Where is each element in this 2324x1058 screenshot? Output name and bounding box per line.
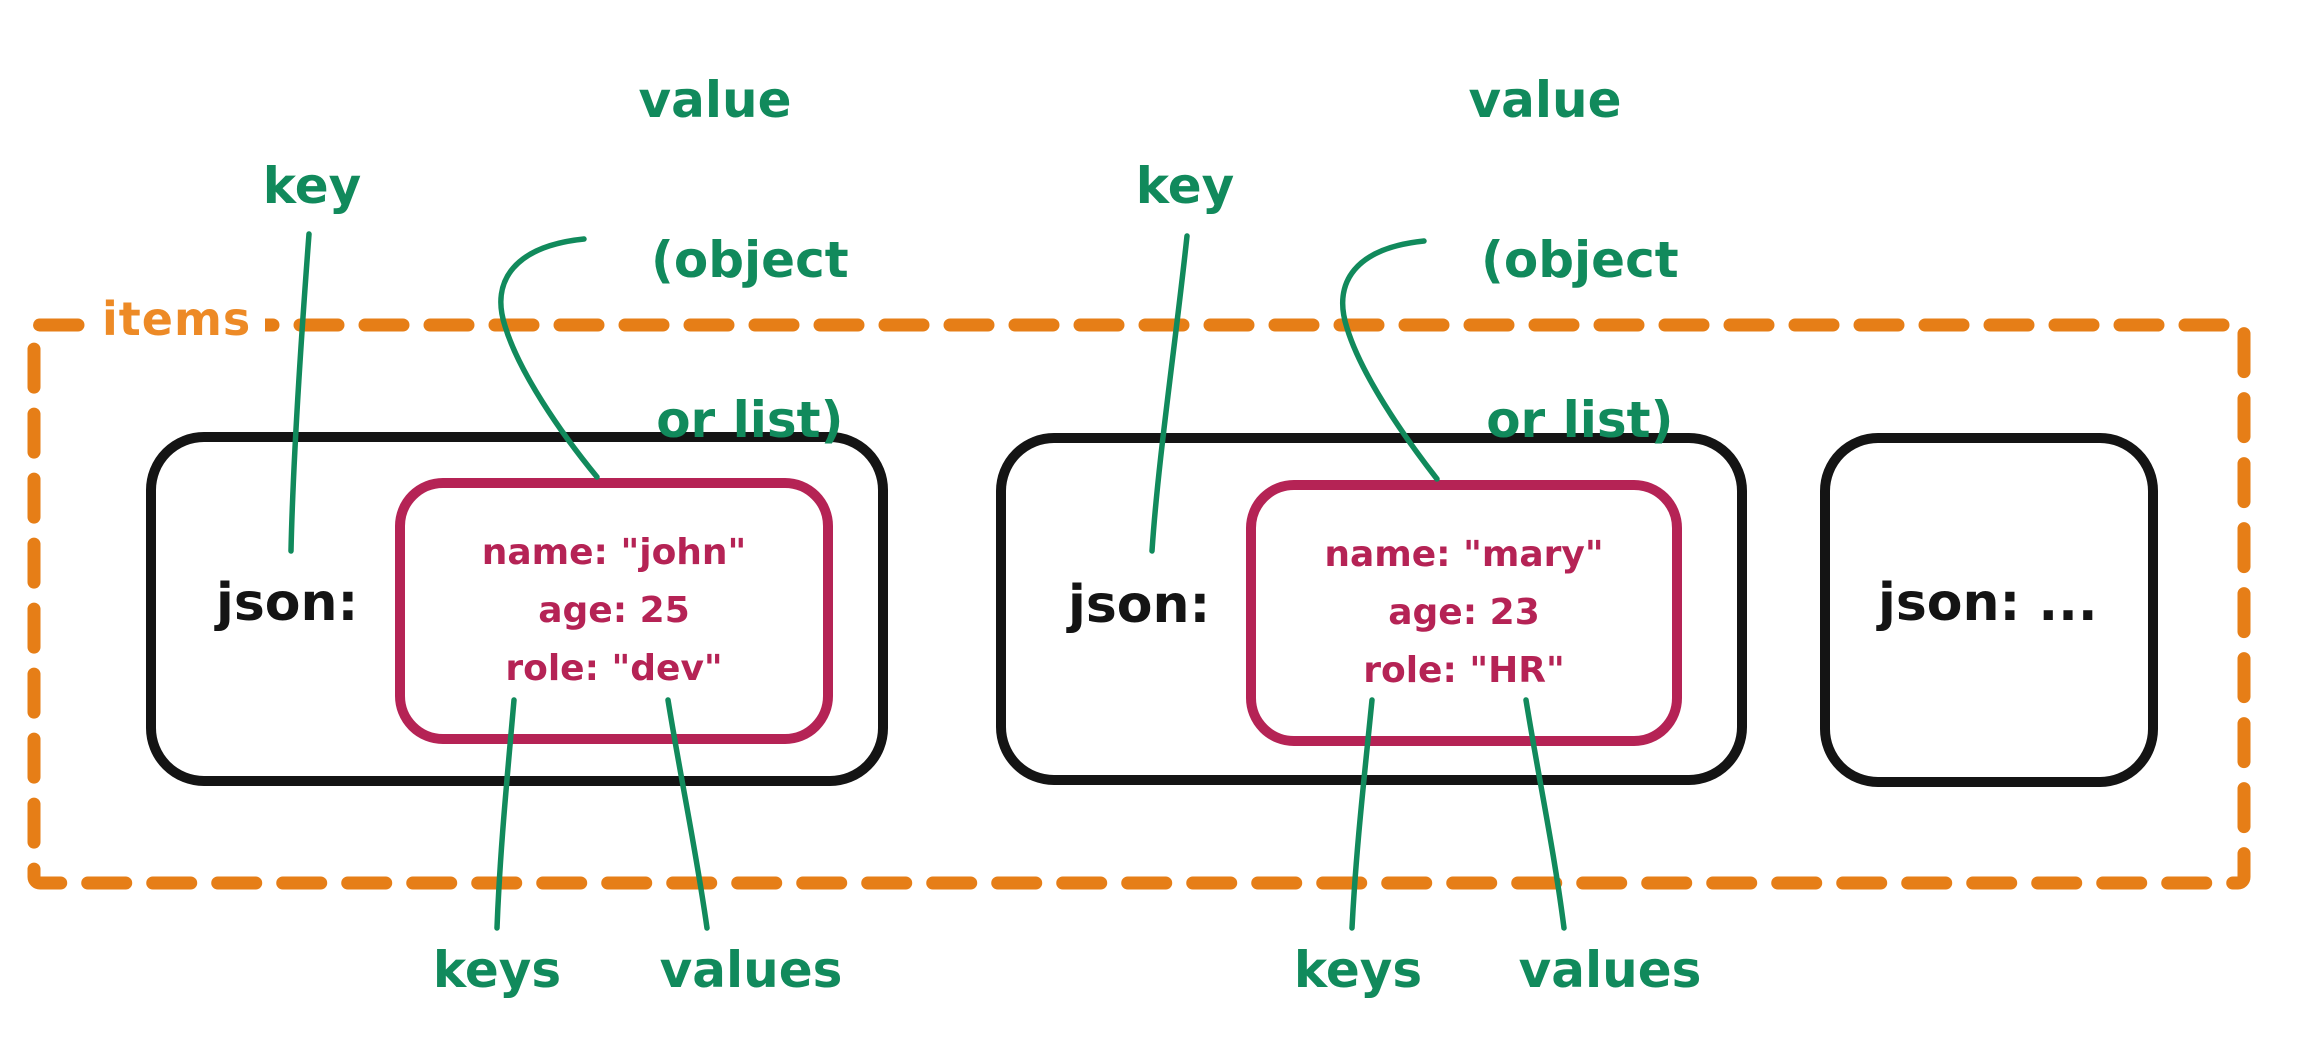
object-value-box-1: name: "john" age: 25 role: "dev" xyxy=(395,478,833,744)
object-entry-name-2: name: "mary" xyxy=(1324,534,1604,575)
object-entry-name-1: name: "john" xyxy=(481,532,747,573)
value-annotation-line: (object xyxy=(651,231,849,289)
object-entry-age-2: age: 23 xyxy=(1388,592,1540,633)
values-annotation-1: values xyxy=(659,941,843,999)
value-annotation-line: value xyxy=(638,71,792,129)
key-annotation-2: key xyxy=(1135,157,1235,215)
value-annotation-line: value xyxy=(1468,71,1622,129)
value-annotation-2: value (object or list) xyxy=(1411,60,1679,460)
object-value-box-2: name: "mary" age: 23 role: "HR" xyxy=(1246,480,1682,746)
keys-annotation-2: keys xyxy=(1293,941,1423,999)
item-key-label-2: json: xyxy=(1068,575,1211,635)
value-annotation-line: or list) xyxy=(1486,391,1674,449)
key-annotation-1: key xyxy=(262,157,362,215)
keys-annotation-1: keys xyxy=(432,941,562,999)
values-annotation-2: values xyxy=(1518,941,1702,999)
object-entry-role-2: role: "HR" xyxy=(1363,650,1565,691)
item-key-label-1: json: xyxy=(216,573,359,633)
value-annotation-line: or list) xyxy=(656,391,844,449)
value-annotation-1: value (object or list) xyxy=(581,60,849,460)
object-entry-role-1: role: "dev" xyxy=(505,648,723,689)
object-entry-age-1: age: 25 xyxy=(538,590,690,631)
item-key-label-3: json: ... xyxy=(1878,573,2098,633)
items-group-label: items xyxy=(88,293,266,345)
value-annotation-line: (object xyxy=(1481,231,1679,289)
